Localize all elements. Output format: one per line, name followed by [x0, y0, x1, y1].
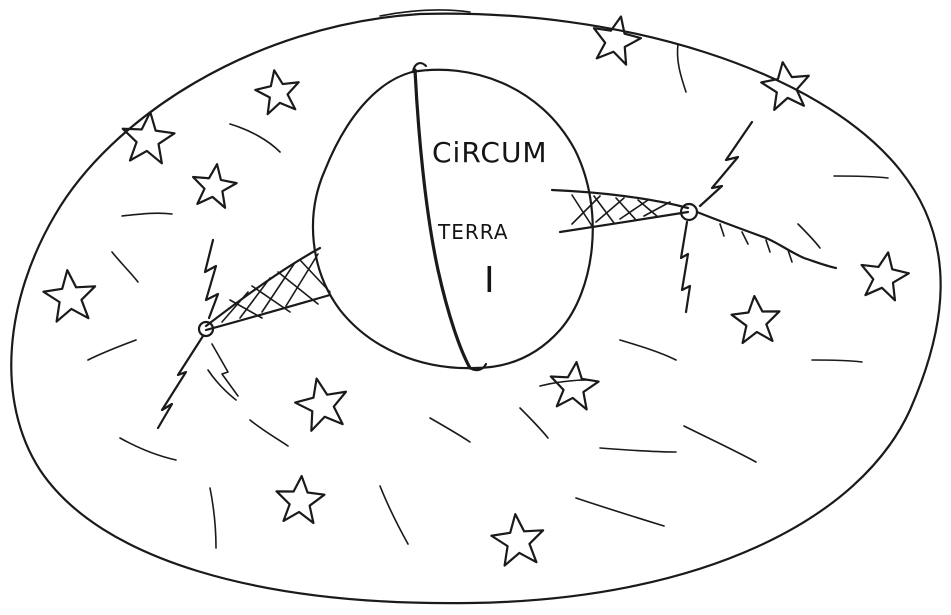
right-beam-bottom: [560, 212, 688, 232]
globe: [313, 63, 593, 370]
stars: [41, 12, 911, 567]
globe-label-line2: TERRA: [437, 220, 509, 244]
right-trail-ticks: [720, 224, 792, 262]
left-spark: [212, 344, 238, 396]
star-icon: [41, 267, 98, 322]
right-lightning-lower: [681, 222, 690, 312]
star-icon: [548, 360, 601, 411]
star-icon: [291, 373, 352, 433]
star-icon: [120, 110, 176, 164]
right-lightning-upper: [700, 122, 752, 206]
star-icon: [857, 248, 912, 302]
right-beam-top: [552, 190, 688, 208]
globe-meridian: [415, 70, 470, 368]
right-satellite: [552, 122, 836, 312]
globe-label-line1: CiRCUM: [432, 136, 548, 169]
star-icon: [275, 474, 326, 523]
star-icon: [253, 67, 304, 116]
star-icon: [489, 511, 546, 566]
left-lightning-lower: [158, 336, 203, 428]
left-lightning-upper: [205, 240, 218, 318]
star-icon: [588, 12, 645, 67]
globe-label-line3: I: [484, 260, 496, 301]
star-icon: [730, 294, 781, 343]
star-icon: [189, 161, 238, 209]
left-beam-hatch: [222, 254, 330, 322]
